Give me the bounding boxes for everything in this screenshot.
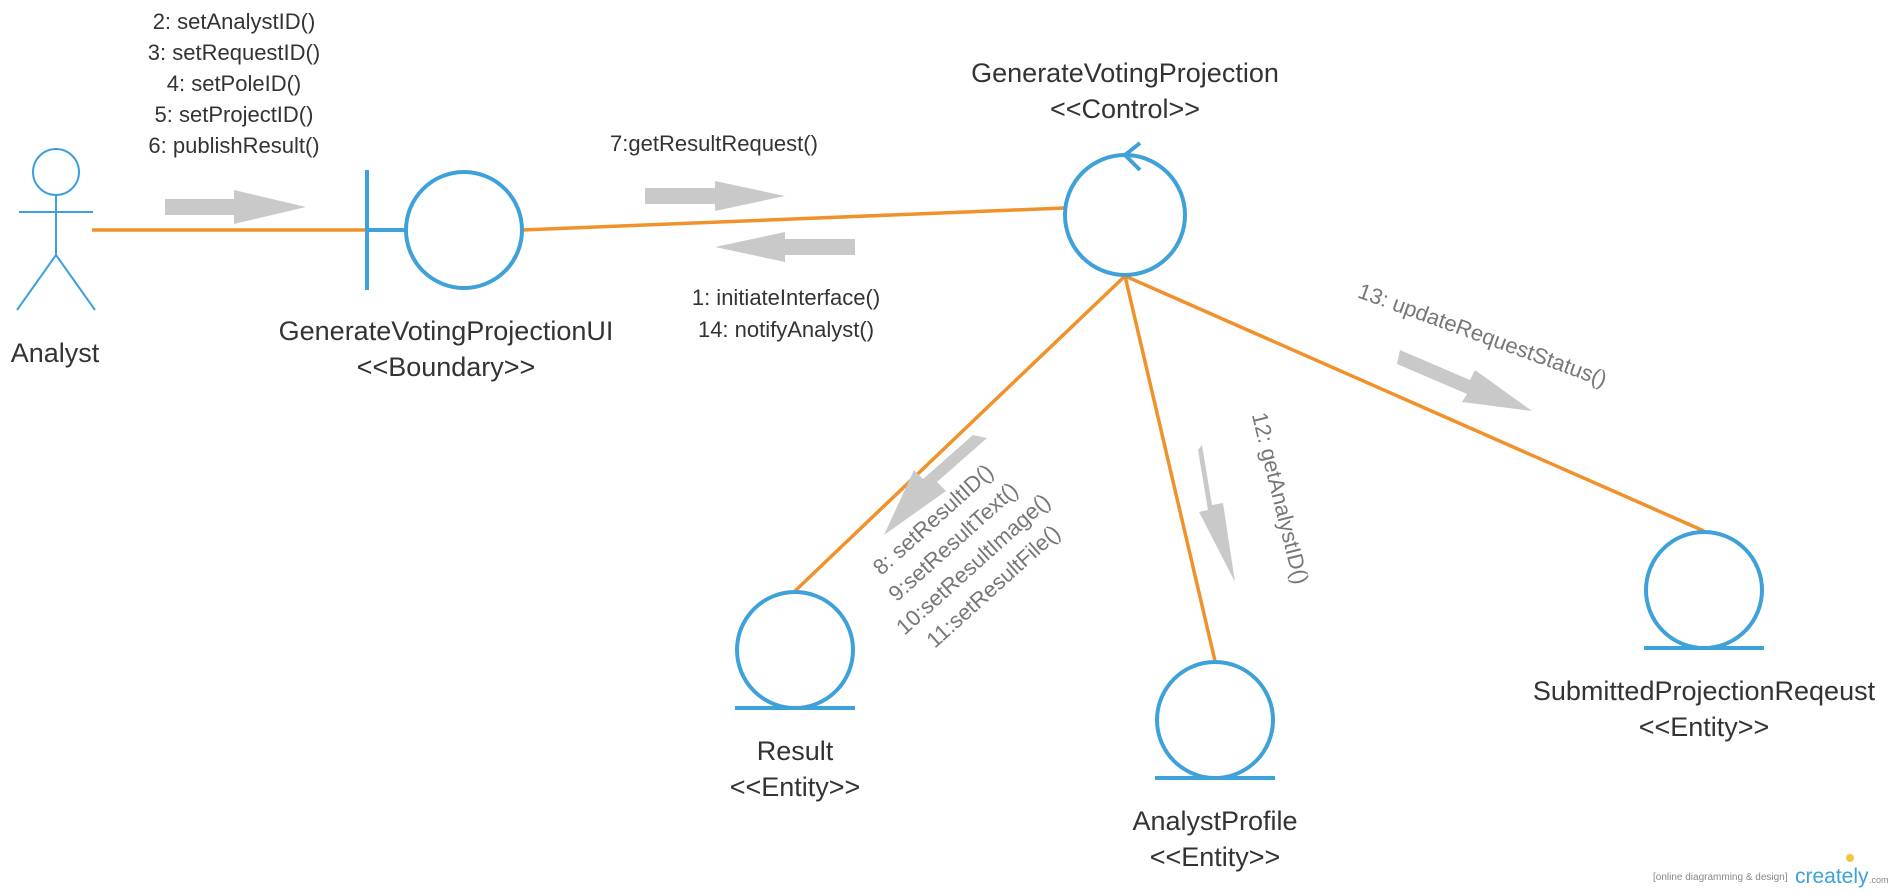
entity-analyst-profile-circle <box>1155 660 1275 780</box>
msg-control-profile: 12: getAnalystID() <box>1247 410 1314 587</box>
entity-submitted-projection-request[interactable] <box>1644 530 1764 650</box>
entity-result-name: Result <box>757 736 834 766</box>
boundary-circle <box>404 170 524 290</box>
entity-result-stereotype: <<Entity>> <box>730 772 861 802</box>
msg-control-submitted: 13: updateRequestStatus() <box>1355 278 1611 391</box>
msg-actor-ui-5: 6: publishResult() <box>148 133 319 158</box>
arrow-actor-to-ui <box>165 190 306 224</box>
entity-analyst-profile[interactable] <box>1155 660 1275 780</box>
msg-control-result-group: 8: setResultID() 9:setResultText() 10:se… <box>868 459 1065 653</box>
entity-analyst-profile-name: AnalystProfile <box>1132 806 1297 836</box>
link-ui-control <box>521 206 1065 232</box>
link-control-submitted <box>1124 274 1705 533</box>
msg-actor-ui-2: 3: setRequestID() <box>148 40 320 65</box>
actor-head <box>32 148 80 196</box>
entity-result[interactable] <box>735 590 855 710</box>
creately-watermark: [online diagramming & design] creately .… <box>1653 854 1889 888</box>
msg-control-ui-1: 1: initiateInterface() <box>692 285 880 310</box>
arrow-ui-to-control <box>645 181 785 211</box>
watermark-tagline: [online diagramming & design] <box>1653 872 1788 883</box>
entity-submitted-stereotype: <<Entity>> <box>1639 712 1770 742</box>
arrow-control-to-submitted <box>1397 350 1532 411</box>
boundary-stereotype: <<Boundary>> <box>357 352 536 382</box>
control-stereotype: <<Control>> <box>1050 94 1200 124</box>
entity-result-circle <box>735 590 855 710</box>
arrow-control-to-profile <box>1198 445 1235 582</box>
link-control-result <box>793 274 1127 593</box>
entity-submitted-name: SubmittedProjectionReqeust <box>1533 676 1876 706</box>
boundary-generate-voting-projection-ui[interactable] <box>365 170 524 290</box>
arrow-control-to-result <box>884 435 987 535</box>
entity-submitted-circle <box>1644 530 1764 650</box>
watermark-sun-icon <box>1846 854 1854 862</box>
control-circle <box>1063 153 1187 277</box>
actor-analyst[interactable] <box>16 148 96 311</box>
watermark-brand: creately <box>1795 865 1869 888</box>
control-generate-voting-projection[interactable] <box>1063 141 1187 277</box>
actor-label: Analyst <box>11 338 100 368</box>
msg-ui-control: 7:getResultRequest() <box>610 131 818 156</box>
arrow-control-to-ui <box>715 232 855 262</box>
msg-actor-ui-4: 5: setProjectID() <box>155 102 314 127</box>
msg-control-ui-2: 14: notifyAnalyst() <box>698 317 874 342</box>
link-control-profile <box>1123 275 1217 662</box>
entity-analyst-profile-stereotype: <<Entity>> <box>1150 842 1281 872</box>
msg-actor-ui-3: 4: setPoleID() <box>167 71 302 96</box>
control-arrowhead <box>1122 141 1142 172</box>
actor-right-leg <box>55 254 96 311</box>
watermark-suffix: .com <box>1869 875 1889 885</box>
control-name: GenerateVotingProjection <box>971 58 1279 88</box>
actor-left-leg <box>16 254 57 311</box>
boundary-name: GenerateVotingProjectionUI <box>279 316 614 346</box>
msg-actor-ui-1: 2: setAnalystID() <box>153 9 316 34</box>
